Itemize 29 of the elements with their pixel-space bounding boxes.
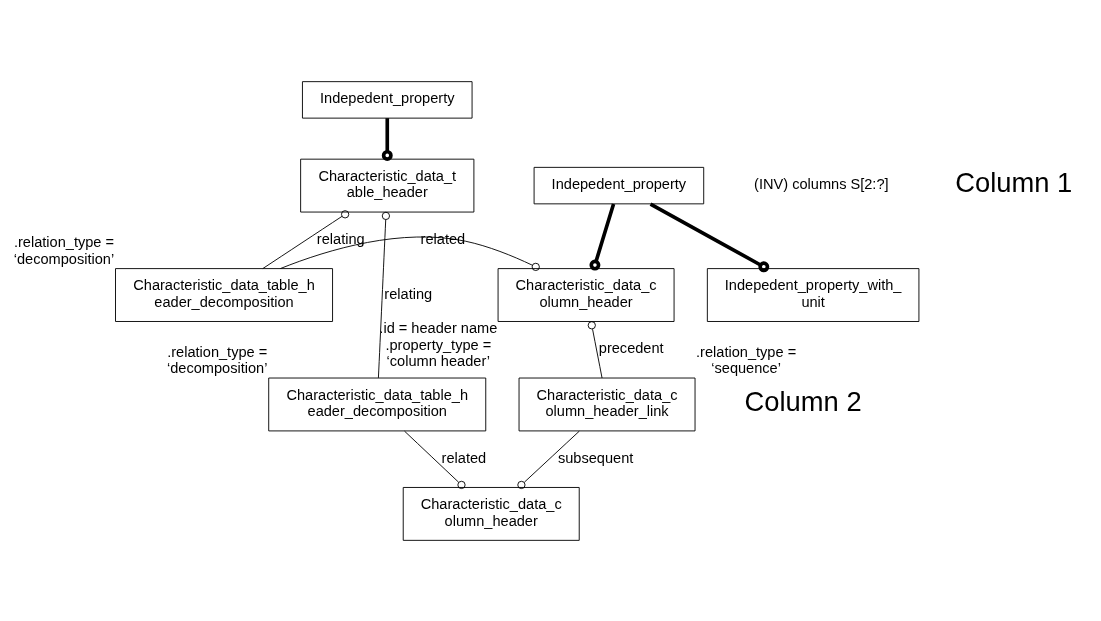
node-box: Indepedent_property — [533, 166, 705, 204]
node-box: Indepedent_property — [302, 80, 473, 119]
node-label: .relation_type = ‘decomposition’ — [13, 233, 115, 267]
connector — [587, 320, 603, 378]
node-box: Characteristic_data_c olumn_header — [497, 267, 675, 322]
node-box: Characteristic_data_table_h eader_decomposition — [268, 377, 487, 431]
node-label: .relation_type = ‘sequence’ — [696, 343, 797, 376]
label: Column 2 — [744, 385, 862, 417]
connector — [381, 117, 393, 161]
label: (INV) columns S[2:?] — [754, 175, 889, 192]
edge-label: relating — [316, 230, 365, 247]
edge-label: precedent — [598, 339, 664, 356]
node-box: Characteristic_data_t able_header — [300, 158, 475, 212]
connector — [262, 209, 350, 269]
edge-label: subsequent — [557, 449, 634, 466]
connector — [589, 203, 616, 271]
connector — [377, 211, 390, 378]
connector — [517, 430, 580, 489]
node-box: Characteristic_data_c olumn_header_link — [518, 377, 696, 431]
node-box: Characteristic_data_c olumn_header — [402, 486, 580, 541]
connector — [649, 201, 770, 272]
edge-label: relating — [384, 285, 433, 302]
node-box: Characteristic_data_table_h eader_decomposition — [115, 267, 333, 322]
label: Column 1 — [955, 166, 1073, 198]
node-box: Indepedent_property_with_ unit — [706, 267, 920, 322]
connector — [404, 430, 466, 489]
connector — [279, 236, 540, 271]
node-label: .relation_type = ‘decomposition’ — [166, 343, 268, 376]
edge-label: related — [441, 449, 487, 466]
